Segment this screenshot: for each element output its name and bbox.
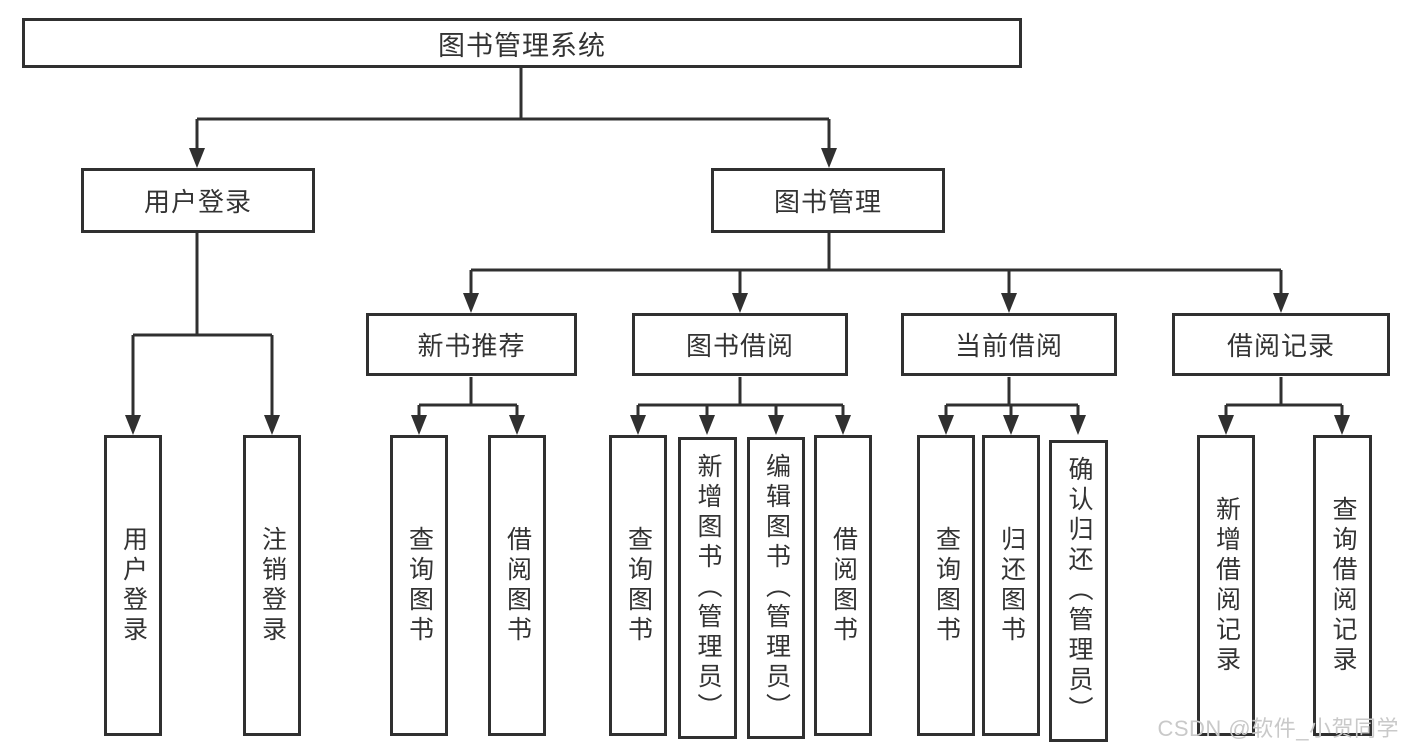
- leaf-recommend-borrow-books-label: 借阅图书: [503, 525, 532, 646]
- leaf-recommend-query-books: 查询图书: [390, 435, 448, 736]
- arrow-icon: [768, 415, 784, 435]
- arrow-icon: [938, 415, 954, 435]
- node-current-borrowing-label: 当前借阅: [954, 331, 1063, 361]
- node-user-login-branch: 用户登录: [81, 168, 315, 233]
- leaf-current-query-books: 查询图书: [917, 435, 975, 736]
- leaf-recommend-query-books-label: 查询图书: [405, 525, 434, 646]
- leaf-records-query-record: 查询借阅记录: [1313, 435, 1372, 736]
- arrow-icon: [1273, 293, 1289, 313]
- arrow-icon: [732, 293, 748, 313]
- leaf-borrow-edit-books-admin-label: 编辑图书（管理员）: [762, 453, 791, 723]
- arrow-icon: [125, 415, 141, 435]
- leaf-current-confirm-return-admin-label: 确认归还（管理员）: [1065, 456, 1093, 726]
- leaf-borrow-query-books-label: 查询图书: [624, 525, 653, 646]
- node-borrowing-records: 借阅记录: [1172, 313, 1390, 376]
- arrow-icon: [1003, 415, 1019, 435]
- arrow-icon: [509, 415, 525, 435]
- leaf-borrow-edit-books-admin: 编辑图书（管理员）: [747, 437, 805, 739]
- arrow-icon: [1218, 415, 1234, 435]
- node-borrowing-records-label: 借阅记录: [1226, 331, 1335, 361]
- leaf-records-add-record: 新增借阅记录: [1197, 435, 1255, 736]
- node-root-system-label: 图书管理系统: [438, 30, 606, 61]
- leaf-borrow-add-books-admin-label: 新增图书（管理员）: [694, 453, 722, 723]
- arrow-icon: [835, 415, 851, 435]
- connector-paths: [131, 68, 1344, 417]
- leaf-current-query-books-label: 查询图书: [932, 525, 961, 646]
- leaf-borrow-borrow-books: 借阅图书: [814, 435, 872, 736]
- node-book-borrowing-label: 图书借阅: [685, 331, 794, 361]
- arrow-icon: [463, 293, 479, 313]
- leaf-borrow-borrow-books-label: 借阅图书: [829, 525, 858, 646]
- leaf-user-login-label: 用户登录: [119, 525, 148, 646]
- leaf-current-confirm-return-admin: 确认归还（管理员）: [1049, 440, 1108, 742]
- node-user-login-branch-label: 用户登录: [143, 187, 252, 217]
- leaf-records-query-record-label: 查询借阅记录: [1329, 495, 1357, 676]
- leaf-user-login: 用户登录: [104, 435, 162, 736]
- arrowheads: [125, 148, 1350, 435]
- node-current-borrowing: 当前借阅: [901, 313, 1117, 376]
- arrow-icon: [411, 415, 427, 435]
- node-new-book-recommend-label: 新书推荐: [417, 331, 526, 361]
- leaf-current-return-books-label: 归还图书: [997, 525, 1026, 646]
- arrow-icon: [189, 148, 205, 168]
- node-book-management-branch: 图书管理: [711, 168, 945, 233]
- arrow-icon: [1334, 415, 1350, 435]
- arrow-icon: [1001, 293, 1017, 313]
- arrow-icon: [699, 415, 715, 435]
- node-book-borrowing: 图书借阅: [632, 313, 848, 376]
- leaf-borrow-add-books-admin: 新增图书（管理员）: [678, 437, 737, 739]
- arrow-icon: [264, 415, 280, 435]
- node-root-system: 图书管理系统: [22, 18, 1022, 68]
- leaf-records-add-record-label: 新增借阅记录: [1212, 495, 1241, 676]
- leaf-logout: 注销登录: [243, 435, 301, 736]
- arrow-icon: [1070, 415, 1086, 435]
- leaf-borrow-query-books: 查询图书: [609, 435, 667, 736]
- node-new-book-recommend: 新书推荐: [366, 313, 577, 376]
- leaf-logout-label: 注销登录: [258, 525, 287, 646]
- leaf-current-return-books: 归还图书: [982, 435, 1040, 736]
- node-book-management-branch-label: 图书管理: [773, 187, 882, 217]
- leaf-recommend-borrow-books: 借阅图书: [488, 435, 546, 736]
- arrow-icon: [630, 415, 646, 435]
- arrow-icon: [821, 148, 837, 168]
- csdn-watermark: CSDN @软件_小贺同学: [1157, 716, 1399, 741]
